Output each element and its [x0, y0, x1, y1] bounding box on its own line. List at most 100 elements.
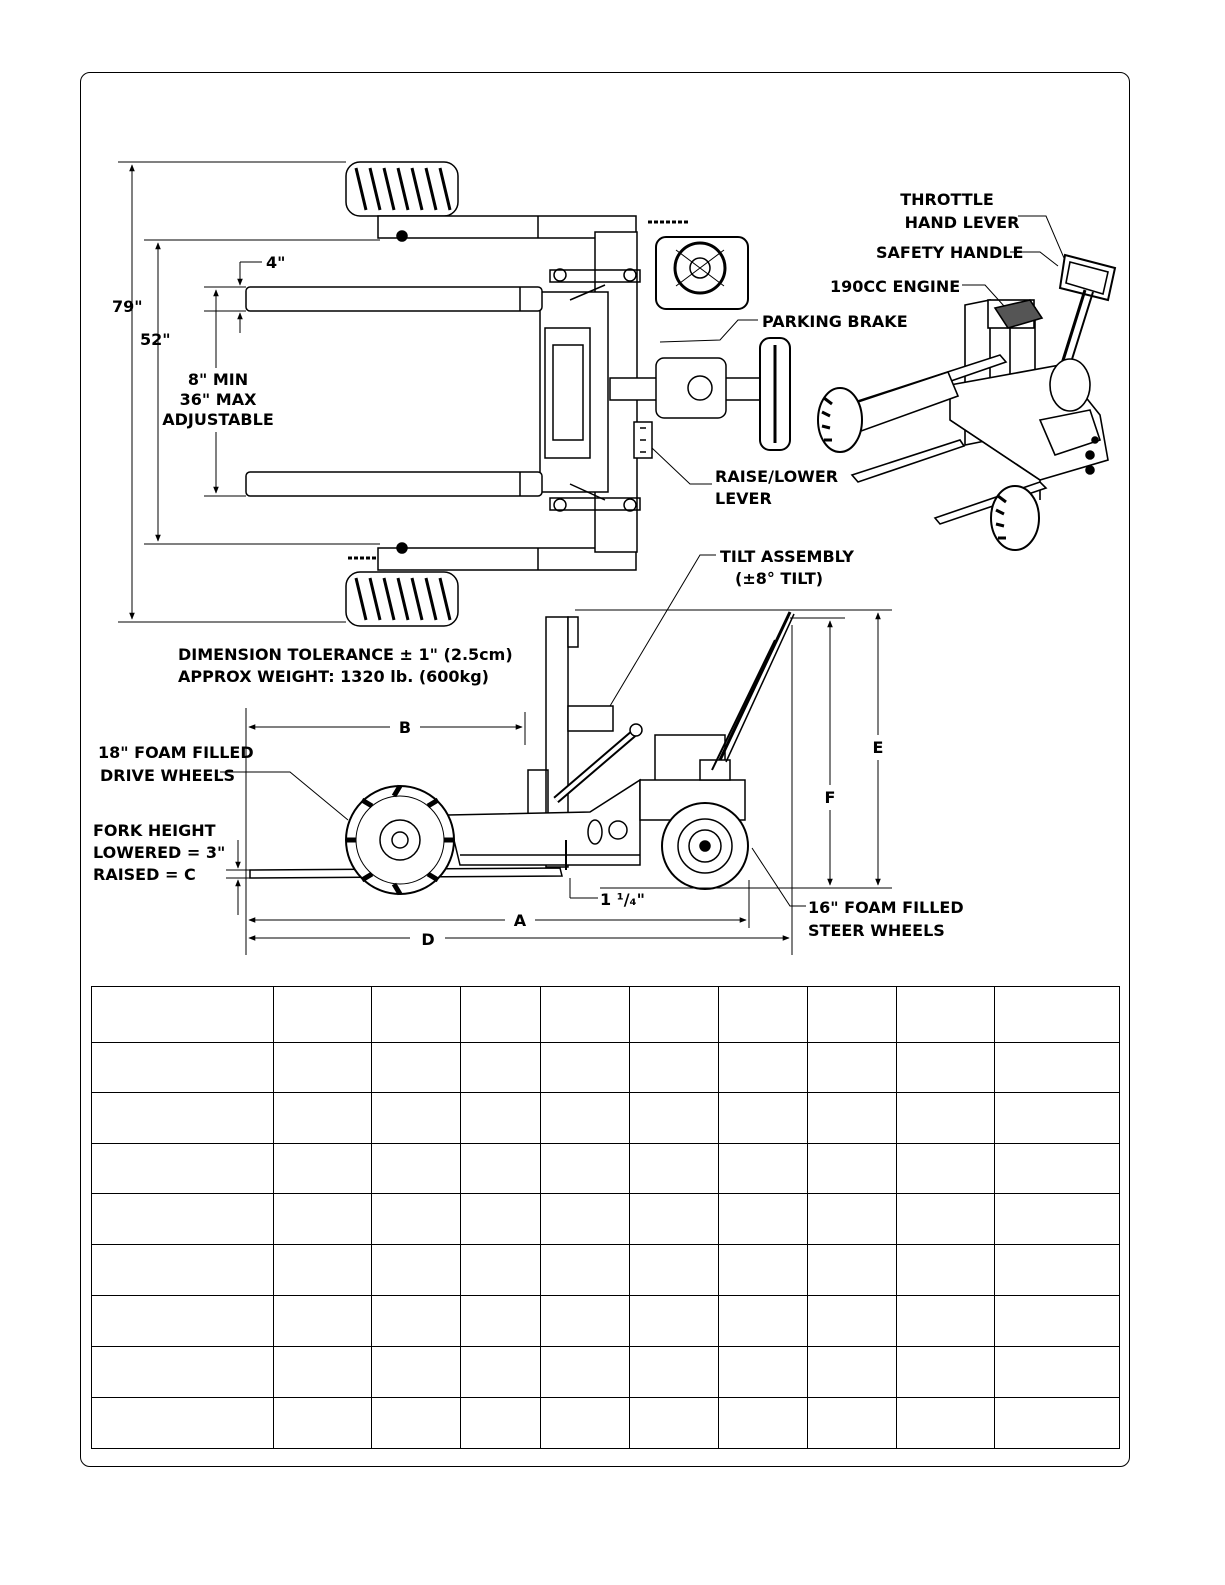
- table-cell: [91, 1346, 274, 1398]
- table-cell: [460, 1143, 541, 1194]
- label-fork-gap: 4": [266, 253, 285, 272]
- label-inner-width: 52": [140, 330, 171, 349]
- dim-label-f: F: [825, 788, 836, 807]
- table-cell: [273, 1397, 372, 1449]
- table-cell: [718, 1042, 808, 1093]
- table-row: [91, 986, 1120, 1043]
- top-view: [245, 161, 791, 627]
- table-cell: [371, 1042, 461, 1093]
- table-cell: [273, 1092, 372, 1144]
- table-cell: [371, 1397, 461, 1449]
- table-cell: [460, 1397, 541, 1449]
- table-cell: [994, 1346, 1120, 1398]
- table-row: [91, 1042, 1120, 1093]
- spec-table-body: [91, 986, 1120, 1449]
- table-cell: [540, 1092, 630, 1144]
- table-cell: [371, 1193, 461, 1245]
- table-cell: [629, 1042, 719, 1093]
- table-cell: [91, 986, 274, 1043]
- table-cell: [629, 1092, 719, 1144]
- table-cell: [540, 1244, 630, 1296]
- dim-label-b: B: [399, 718, 411, 737]
- table-cell: [460, 1295, 541, 1347]
- table-cell: [994, 1042, 1120, 1093]
- label-steer-wheels-2: STEER WHEELS: [808, 921, 945, 940]
- table-cell: [540, 1397, 630, 1449]
- table-cell: [273, 1042, 372, 1093]
- label-raise-lower-1: RAISE/LOWER: [715, 467, 838, 486]
- table-cell: [896, 1193, 995, 1245]
- table-cell: [91, 1143, 274, 1194]
- table-cell: [273, 1143, 372, 1194]
- table-cell: [540, 1042, 630, 1093]
- table-cell: [718, 1244, 808, 1296]
- table-cell: [91, 1295, 274, 1347]
- tire-top-upper: [345, 161, 459, 217]
- spec-table: [91, 986, 1120, 1449]
- table-cell: [896, 1143, 995, 1194]
- table-cell: [718, 1143, 808, 1194]
- table-cell: [460, 1042, 541, 1093]
- table-cell: [994, 1143, 1120, 1194]
- side-view: [249, 611, 795, 896]
- label-fork-spread-max: 36" MAX: [180, 390, 257, 409]
- table-cell: [718, 986, 808, 1043]
- table-row: [91, 1244, 1120, 1296]
- table-cell: [718, 1346, 808, 1398]
- table-cell: [91, 1244, 274, 1296]
- table-cell: [460, 1346, 541, 1398]
- table-cell: [371, 1143, 461, 1194]
- table-cell: [629, 1193, 719, 1245]
- table-cell: [807, 1346, 897, 1398]
- table-cell: [629, 1244, 719, 1296]
- table-cell: [807, 1295, 897, 1347]
- table-cell: [807, 986, 897, 1043]
- label-fork-height-3: RAISED = C: [93, 865, 196, 884]
- label-overall-width: 79": [112, 297, 143, 316]
- table-cell: [371, 1244, 461, 1296]
- table-cell: [540, 1143, 630, 1194]
- table-cell: [896, 1244, 995, 1296]
- leader-lines: [220, 215, 1065, 907]
- table-cell: [994, 1193, 1120, 1245]
- table-cell: [896, 1042, 995, 1093]
- table-cell: [807, 1092, 897, 1144]
- label-fork-spread-adjustable: ADJUSTABLE: [162, 410, 274, 429]
- table-cell: [896, 1295, 995, 1347]
- table-cell: [460, 1193, 541, 1245]
- table-cell: [629, 1143, 719, 1194]
- label-fork-spread-min: 8" MIN: [188, 370, 248, 389]
- table-cell: [807, 1193, 897, 1245]
- table-cell: [91, 1092, 274, 1144]
- dim-label-d: D: [421, 930, 434, 949]
- label-tolerance: DIMENSION TOLERANCE ± 1" (2.5cm): [178, 645, 513, 664]
- dim-label-e: E: [873, 738, 884, 757]
- table-cell: [540, 1193, 630, 1245]
- table-row: [91, 1397, 1120, 1449]
- label-weight: APPROX WEIGHT: 1320 lb. (600kg): [178, 667, 489, 686]
- engine-top: [655, 236, 749, 310]
- table-cell: [91, 1397, 274, 1449]
- table-cell: [629, 986, 719, 1043]
- label-parking-brake: PARKING BRAKE: [762, 312, 908, 331]
- table-cell: [807, 1143, 897, 1194]
- table-cell: [807, 1244, 897, 1296]
- table-cell: [718, 1092, 808, 1144]
- table-cell: [371, 1346, 461, 1398]
- table-row: [91, 1193, 1120, 1245]
- forklift-dimension-drawing: 79" 52" 4" 8" MIN 36" MAX ADJUSTABLE THR…: [93, 161, 1117, 955]
- table-cell: [896, 986, 995, 1043]
- table-cell: [460, 986, 541, 1043]
- table-cell: [273, 986, 372, 1043]
- table-cell: [460, 1244, 541, 1296]
- table-cell: [718, 1295, 808, 1347]
- table-row: [91, 1143, 1120, 1194]
- table-cell: [273, 1244, 372, 1296]
- table-cell: [807, 1042, 897, 1093]
- table-cell: [896, 1397, 995, 1449]
- table-cell: [91, 1193, 274, 1245]
- label-throttle-2: HAND LEVER: [905, 213, 1020, 232]
- drive-wheel-side: [345, 784, 455, 896]
- table-cell: [371, 986, 461, 1043]
- table-cell: [896, 1092, 995, 1144]
